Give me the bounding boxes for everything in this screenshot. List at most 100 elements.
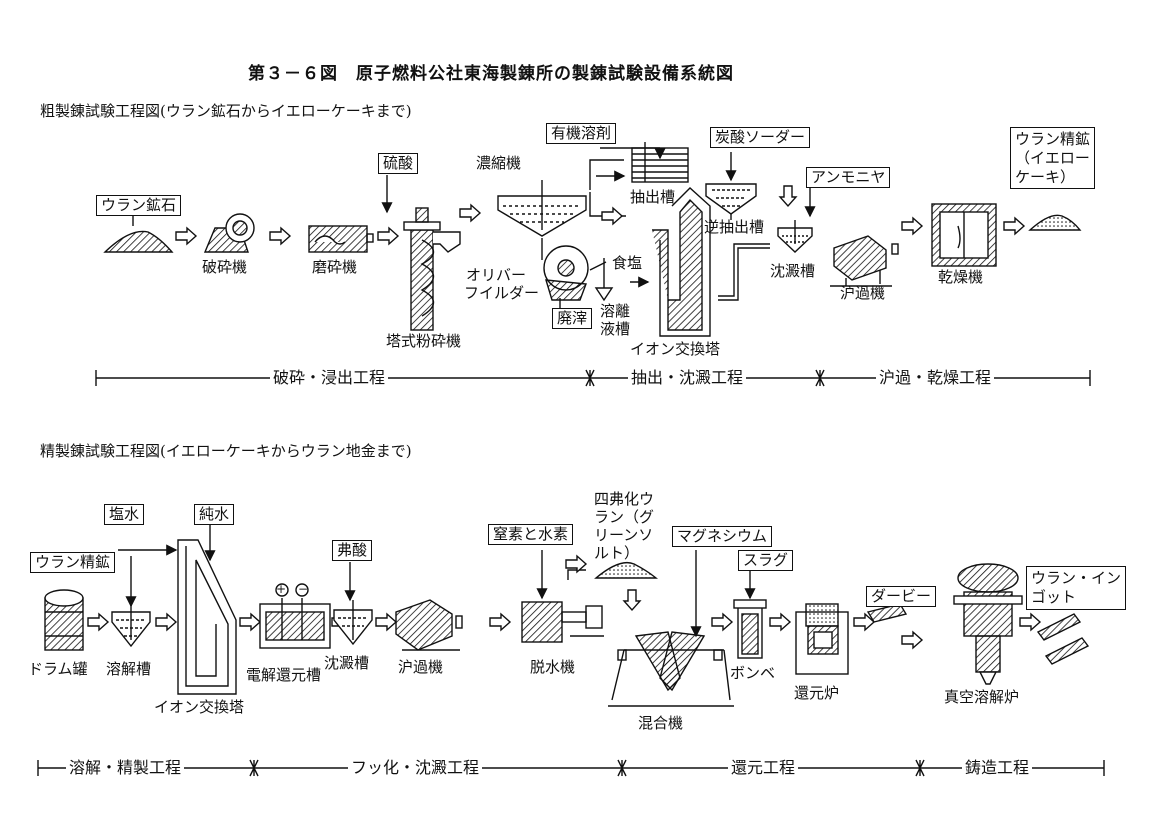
label-yellowcake-1: ウラン精鉱: [1015, 130, 1091, 148]
stage-1-extraction: 抽出・沈澱工程: [628, 370, 747, 386]
reduction-furnace: [795, 603, 849, 675]
label-extraction: 抽出槽: [630, 188, 676, 206]
arrow-right-icon: [901, 217, 923, 235]
mill-machine: [308, 225, 374, 253]
label-mill: 磨砕機: [312, 258, 358, 276]
label-ore: ウラン鉱石: [96, 195, 182, 216]
label-uf4-3: リーンソ: [594, 526, 654, 544]
section1-heading: 粗製錬試験工程図(ウラン鉱石からイエローケーキまで): [40, 102, 412, 120]
crusher-machine: [203, 213, 255, 253]
stage-1-filtration: 沪過・乾燥工程: [876, 370, 995, 386]
page-title: 第３－６図 原子燃料公社東海製錬所の製錬試験設備系統図: [248, 64, 734, 84]
label-ingot-1: ウラン・イン: [1031, 569, 1122, 587]
label-hf: 弗酸: [332, 540, 373, 561]
stage-1-crushing: 破砕・浸出工程: [270, 370, 389, 386]
drum-can: [44, 589, 84, 651]
bomb-vessel: [733, 599, 767, 659]
precipitation-tank: [333, 600, 373, 646]
label-vacuum-furnace: 真空溶解炉: [944, 688, 1020, 706]
arrow-right-icon: [377, 227, 399, 245]
ore-pile: [103, 230, 174, 253]
arrow-right-icon: [269, 227, 291, 245]
arrow-right-icon: [1003, 217, 1025, 235]
stage-2-fluorination: フッ化・沈澱工程: [348, 760, 483, 776]
arrow-right-icon: [239, 613, 261, 631]
label-dissolve: 溶解槽: [106, 660, 152, 678]
label-oliver-1: オリバー: [466, 266, 527, 284]
label-organic-solvent: 有機溶剤: [546, 123, 617, 144]
tower-mill: [403, 207, 461, 331]
back-extraction-tank: [705, 183, 757, 220]
arrow-right-icon: [489, 613, 511, 631]
label-filter-1: 沪過機: [840, 284, 886, 302]
v-mixer: [608, 631, 734, 707]
label-salt: 食塩: [612, 254, 643, 272]
oliver-filter: [543, 245, 589, 301]
label-uf4-4: ルト）: [594, 544, 640, 562]
uf4-pile: [594, 561, 658, 579]
label-elution-2: 液槽: [600, 320, 631, 338]
arrow-right-icon: [711, 613, 733, 631]
label-yellowcake: ウラン精鉱 （イエロー ケーキ）: [1010, 127, 1096, 190]
label-yellowcake-3: ケーキ）: [1015, 167, 1076, 186]
stage-2-dissolve: 溶解・精製工程: [66, 760, 185, 776]
label-plus: +: [276, 582, 287, 596]
label-mixer: 混合機: [638, 714, 684, 732]
label-oliver-2: フイルダー: [464, 284, 540, 302]
label-ion-tower-2: イオン交換塔: [154, 698, 245, 716]
label-soda: 炭酸ソーダー: [710, 127, 811, 148]
arrow-right-icon: [375, 613, 397, 631]
label-ammonia: アンモニヤ: [806, 167, 891, 188]
label-electrolytic: 電解還元槽: [246, 666, 322, 684]
label-bomb: ボンベ: [730, 664, 776, 682]
label-uranium-conc: ウラン精鉱: [30, 552, 116, 573]
arrow-right-icon: [87, 613, 109, 631]
label-dryer: 乾燥機: [938, 268, 984, 286]
label-derby: ダービー: [866, 586, 937, 607]
label-uf4-1: 四弗化ウ: [594, 490, 655, 508]
arrow-right-icon: [459, 204, 481, 222]
label-slag: スラグ: [738, 550, 794, 571]
arrow-right-icon: [1019, 613, 1041, 631]
label-ingot: ウラン・イン ゴット: [1026, 566, 1127, 610]
label-tower-mill: 塔式粉砕機: [386, 332, 462, 350]
ion-exchange-tower: [652, 187, 711, 337]
label-brine: 塩水: [104, 504, 145, 525]
filter-drum: [395, 599, 463, 651]
arrow-right-icon: [175, 227, 197, 245]
section2-heading: 精製錬試験工程図(イエローケーキからウラン地金まで): [40, 442, 412, 460]
label-yellowcake-2: （イエロー: [1015, 148, 1090, 167]
arrow-down-icon: [779, 185, 797, 207]
arrow-right-icon: [769, 613, 791, 631]
label-elution-1: 溶離: [600, 302, 631, 320]
vacuum-furnace: [953, 563, 1023, 685]
label-minus: −: [298, 582, 309, 596]
label-pure-water: 純水: [194, 504, 235, 525]
label-magnesium: マグネシウム: [672, 526, 773, 547]
arrow-right-icon: [901, 631, 923, 649]
label-dewater: 脱水機: [530, 658, 576, 676]
elution-tank: [589, 258, 614, 302]
arrow-right-icon: [155, 613, 177, 631]
label-uf4: 四弗化ウ ラン（グ リーンソ ルト）: [594, 490, 654, 562]
label-precip-2: 沈澱槽: [324, 654, 370, 672]
arrow-down-icon: [623, 589, 641, 611]
label-residue: 廃滓: [552, 308, 593, 329]
electrolytic-cell: [259, 583, 331, 649]
label-ion-tower-1: イオン交換塔: [630, 340, 721, 358]
filter-drum: [830, 235, 899, 287]
label-filter-2: 沪過機: [398, 658, 444, 676]
label-sulfuric: 硫酸: [378, 153, 419, 174]
precipitation-tank: [777, 220, 813, 253]
thickener-tank: [497, 180, 587, 237]
label-red-furnace: 還元炉: [794, 684, 840, 702]
label-n2h2: 窒素と水素: [488, 524, 574, 545]
arrow-right-icon: [601, 207, 623, 225]
label-precip-1: 沈澱槽: [770, 262, 816, 280]
label-drum: ドラム罐: [28, 660, 88, 678]
label-ingot-2: ゴット: [1031, 587, 1077, 606]
ion-exchange-tower: [177, 539, 237, 695]
label-crusher: 破砕機: [202, 258, 248, 276]
